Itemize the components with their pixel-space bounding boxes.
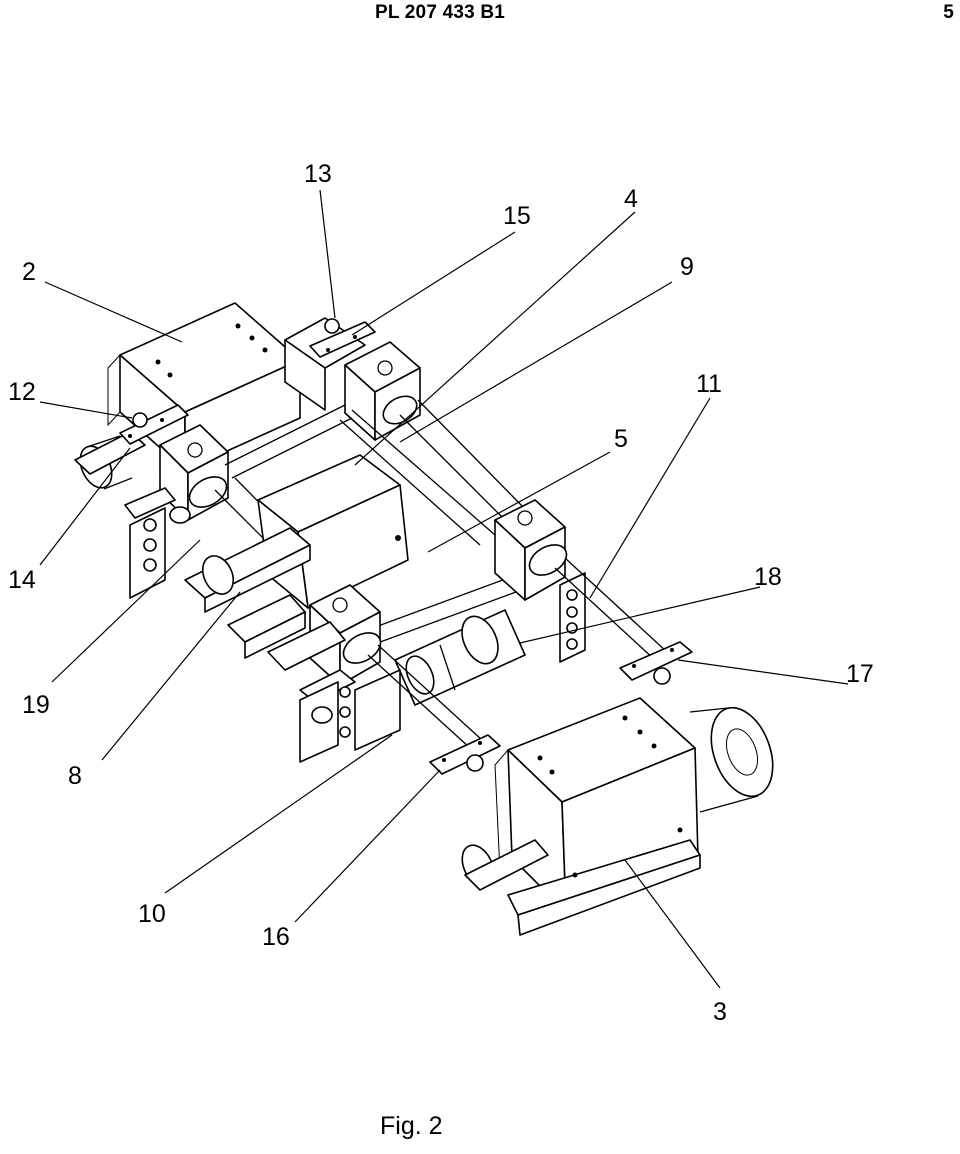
side-plate-right xyxy=(559,572,586,663)
bearing-block-front-right xyxy=(494,499,568,601)
cylinder-18 xyxy=(394,609,526,706)
bearing-block-rear-left xyxy=(159,424,229,521)
ref-3: 3 xyxy=(713,998,727,1026)
shaft-stub-left xyxy=(74,431,146,490)
ref-5: 5 xyxy=(614,425,628,453)
ref-17: 17 xyxy=(846,660,874,688)
side-plate-front-left xyxy=(267,621,401,763)
page-number: 5 xyxy=(943,2,954,23)
bracket-12 xyxy=(119,404,189,445)
bracket-17 xyxy=(619,641,693,685)
ref-13: 13 xyxy=(304,160,332,188)
side-plate-left xyxy=(124,487,191,599)
reference-labels: 13 15 4 2 9 11 12 5 14 18 17 19 8 10 16 … xyxy=(8,160,874,1026)
ref-11: 11 xyxy=(696,370,722,398)
ref-14: 14 xyxy=(8,566,36,594)
piston-rods xyxy=(367,557,668,749)
bracket-16 xyxy=(429,734,501,775)
ref-16: 16 xyxy=(262,923,290,951)
figure-caption: Fig. 2 xyxy=(380,1112,443,1140)
document-id: PL 207 433 B1 xyxy=(374,2,506,23)
ref-9: 9 xyxy=(680,253,694,281)
ref-15: 15 xyxy=(503,202,531,230)
ref-8: 8 xyxy=(68,762,82,790)
motor-housing-3 xyxy=(461,697,774,936)
ref-4: 4 xyxy=(624,185,638,213)
leader-lines xyxy=(39,189,849,989)
ref-19: 19 xyxy=(22,691,50,719)
ref-12: 12 xyxy=(8,378,36,406)
bearing-block-rear-right xyxy=(344,341,421,441)
carriage-5 xyxy=(184,454,409,613)
ref-2: 2 xyxy=(22,258,36,286)
ref-10: 10 xyxy=(138,900,166,928)
ref-18: 18 xyxy=(754,563,782,591)
